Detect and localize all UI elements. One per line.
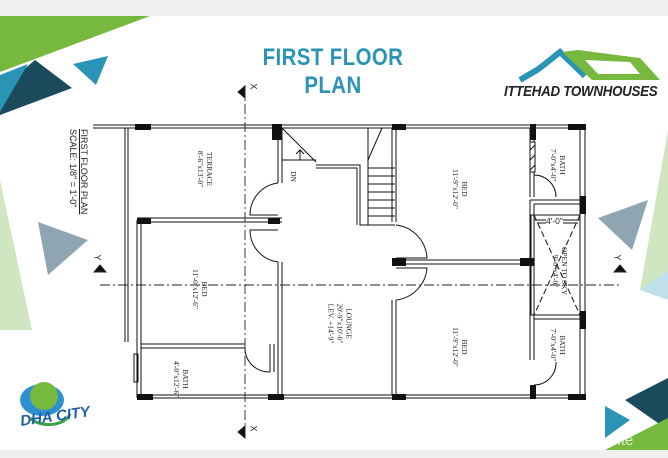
stair-arrow-icon (295, 148, 305, 160)
deco-grey-right (598, 200, 648, 250)
deco-teal-top (0, 64, 28, 112)
deco-teal-triangle (73, 56, 108, 85)
plan-caption: FIRST FLOOR PLAN SCALE: 1/8" = 1'-0" (67, 129, 89, 225)
axis-markers (92, 84, 628, 440)
watermark: site (610, 432, 634, 449)
axis-label-x-top: X (248, 83, 259, 90)
deco-lightgreen-right (640, 130, 668, 290)
dha-logo-arc (28, 413, 72, 427)
deco-teal-br (605, 406, 630, 438)
stair-label: DN (288, 171, 298, 182)
deco-green-br (605, 418, 668, 450)
axis-label-x-bottom: X (248, 425, 259, 432)
brand-logo-text: ITTEHAD TOWNHOUSES (504, 84, 658, 100)
plan-scale: SCALE: 1/8" = 1'-0" (68, 129, 78, 208)
deco-grey-left (38, 222, 88, 275)
walls (93, 124, 586, 399)
logo-roof-cutout (585, 60, 640, 74)
axis-label-y-right: Y (612, 254, 623, 261)
deco-navy-top (0, 60, 72, 115)
dimension-label: 4'-0" (546, 216, 563, 226)
deco-navy-br (625, 378, 668, 430)
plan-caption-name: FIRST FLOOR PLAN (79, 129, 89, 215)
dha-logo-green (30, 382, 58, 410)
deco-green-top (0, 16, 150, 72)
axis-label-y-left: Y (92, 254, 103, 261)
deco-lightblue-right (640, 270, 668, 300)
bottom-band (0, 450, 668, 458)
grid-axes (100, 86, 620, 440)
page-title: FIRST FLOOR PLAN (262, 44, 404, 99)
top-band (0, 0, 668, 16)
deco-lightgreen-left (0, 180, 32, 330)
columns (135, 124, 586, 400)
logo-roof-blue (518, 48, 588, 83)
